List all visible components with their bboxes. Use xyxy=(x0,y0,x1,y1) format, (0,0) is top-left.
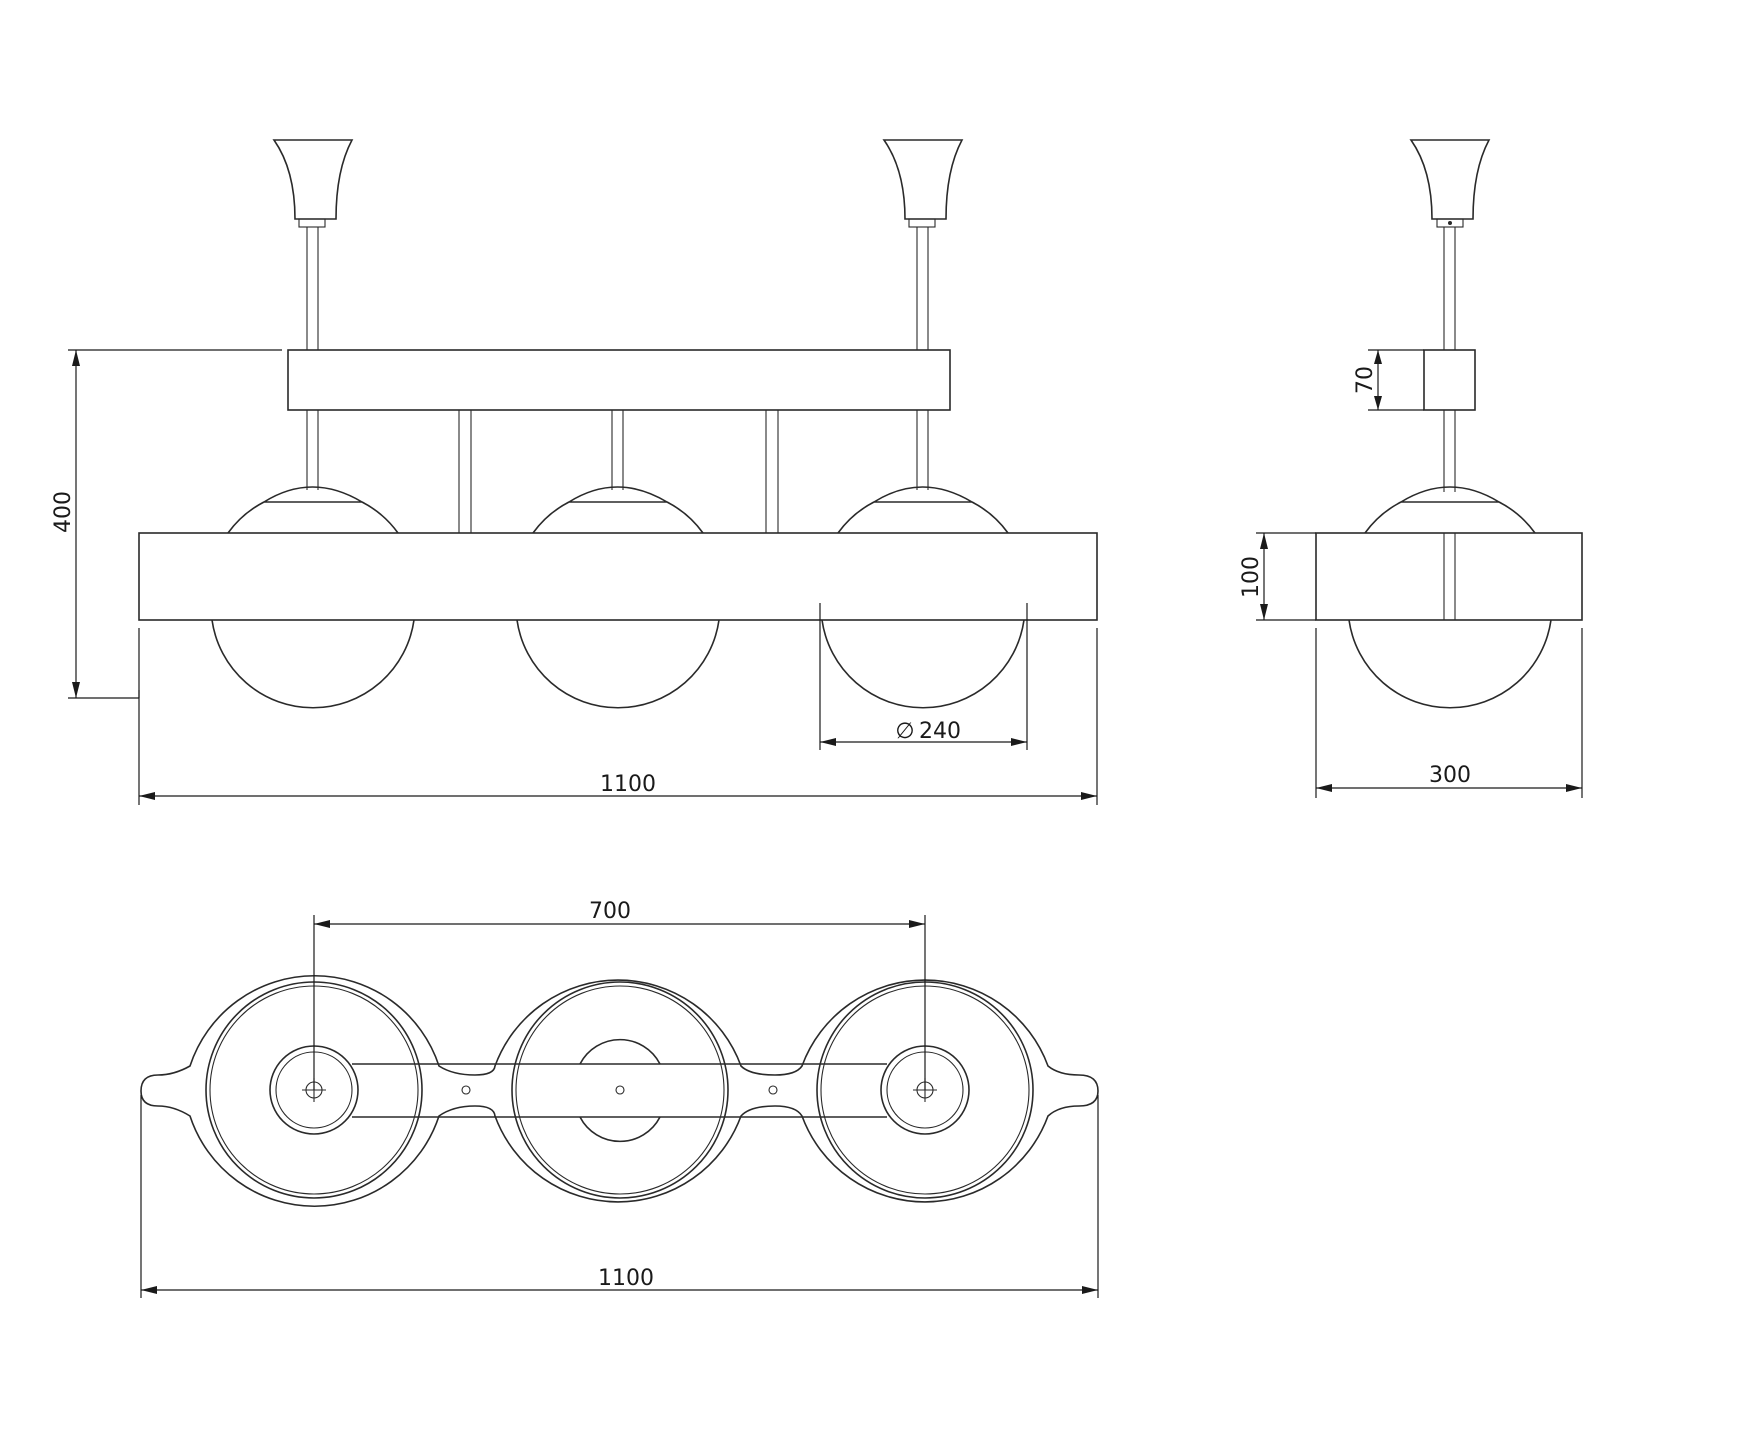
dim-top-width-label: 1100 xyxy=(598,1266,654,1291)
dim-globe-diameter-label: 240 xyxy=(919,719,961,744)
front-view: 400 ∅ 240 1100 xyxy=(51,139,1098,805)
top-outline xyxy=(140,975,1099,1207)
side-view: 70 100 300 xyxy=(1239,139,1583,798)
globe-caps xyxy=(261,486,975,503)
upper-bar xyxy=(287,349,951,411)
canopy-left xyxy=(272,139,354,228)
dim-top-span-label: 700 xyxy=(589,899,631,924)
side-canopy xyxy=(1409,139,1491,228)
top-screws xyxy=(461,1085,778,1095)
dim-front-height: 400 xyxy=(51,349,282,699)
top-center-marks xyxy=(302,1078,937,1102)
canopy-right xyxy=(882,139,964,228)
diameter-symbol: ∅ xyxy=(895,719,914,744)
dim-side-canopy-height-label: 70 xyxy=(1353,366,1378,394)
side-rods xyxy=(1443,227,1456,620)
globes xyxy=(211,501,1025,709)
side-body xyxy=(1315,532,1583,621)
dim-side-canopy-height: 70 xyxy=(1353,349,1424,411)
top-view: 700 1100 xyxy=(140,899,1099,1298)
dim-side-width: 300 xyxy=(1315,628,1583,798)
dim-side-body-height-label: 100 xyxy=(1239,556,1264,598)
dim-top-width: 1100 xyxy=(140,1095,1099,1298)
suspension-rods xyxy=(306,227,929,350)
lower-rods xyxy=(306,410,929,533)
dim-side-body-height: 100 xyxy=(1239,532,1316,621)
top-center-cap xyxy=(579,1038,661,1143)
top-canopies xyxy=(269,1045,970,1135)
side-globe-bottom xyxy=(1348,619,1552,709)
dim-globe-diameter: ∅ 240 xyxy=(819,603,1028,750)
dim-front-width-label: 1100 xyxy=(600,772,656,797)
top-globe-rings xyxy=(205,981,1034,1199)
side-globe-cap xyxy=(1398,486,1502,503)
side-globe-top xyxy=(1364,501,1536,534)
dim-top-span: 700 xyxy=(313,899,926,1090)
dim-front-width: 1100 xyxy=(138,628,1098,805)
dim-front-height-label: 400 xyxy=(51,491,76,533)
side-connector xyxy=(1423,349,1476,411)
main-body xyxy=(138,532,1098,621)
dim-side-width-label: 300 xyxy=(1429,763,1471,788)
top-bar xyxy=(352,1063,887,1118)
